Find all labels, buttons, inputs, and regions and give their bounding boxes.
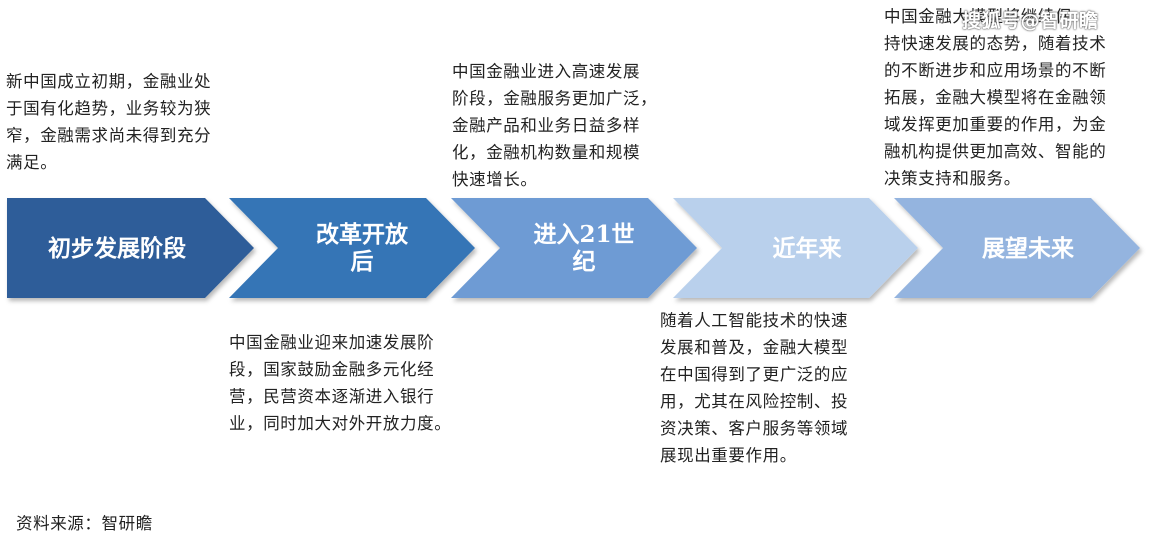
stage-2-arrow: 改革开放后 xyxy=(229,198,475,298)
stage-3-description: 中国金融业进入高速发展 阶段，金融服务更加广泛， 金融产品和业务日益多样 化，金… xyxy=(452,62,658,189)
stage-4-arrow: 近年来 xyxy=(673,198,918,298)
source-note: 资料来源：智研瞻 xyxy=(16,514,153,533)
stage-2-description: 中国金融业迎来加速发展阶 段，国家鼓励金融多元化经 营，民营资本逐渐进入银行 业… xyxy=(229,333,452,433)
stage-1-label: 初步发展阶段 xyxy=(48,235,186,262)
stage-4-label: 近年来 xyxy=(773,235,843,262)
watermark: 搜狐号@智研瞻 xyxy=(962,10,1099,32)
stage-5-arrow: 展望未来 xyxy=(894,198,1140,298)
stage-1-arrow: 初步发展阶段 xyxy=(7,198,254,298)
stage-3-arrow: 进入21世纪 xyxy=(451,198,697,298)
stage-3-label: 进入21世纪 xyxy=(533,221,634,275)
stage-1-description: 新中国成立初期，金融业处 于国有化趋势，业务较为狭 窄，金融需求尚未得到充分 满… xyxy=(6,72,212,172)
stage-5-description: 中国金融大模型将继续保 持快速发展的态势，随着技术 的不断进步和应用场景的不断 … xyxy=(884,7,1107,188)
stage-2-label: 改革开放后 xyxy=(316,221,409,275)
stage-4-description: 随着人工智能技术的快速 发展和普及，金融大模型 在中国得到了更广泛的应 用，尤其… xyxy=(660,311,849,465)
stage-5-label: 展望未来 xyxy=(982,235,1075,262)
